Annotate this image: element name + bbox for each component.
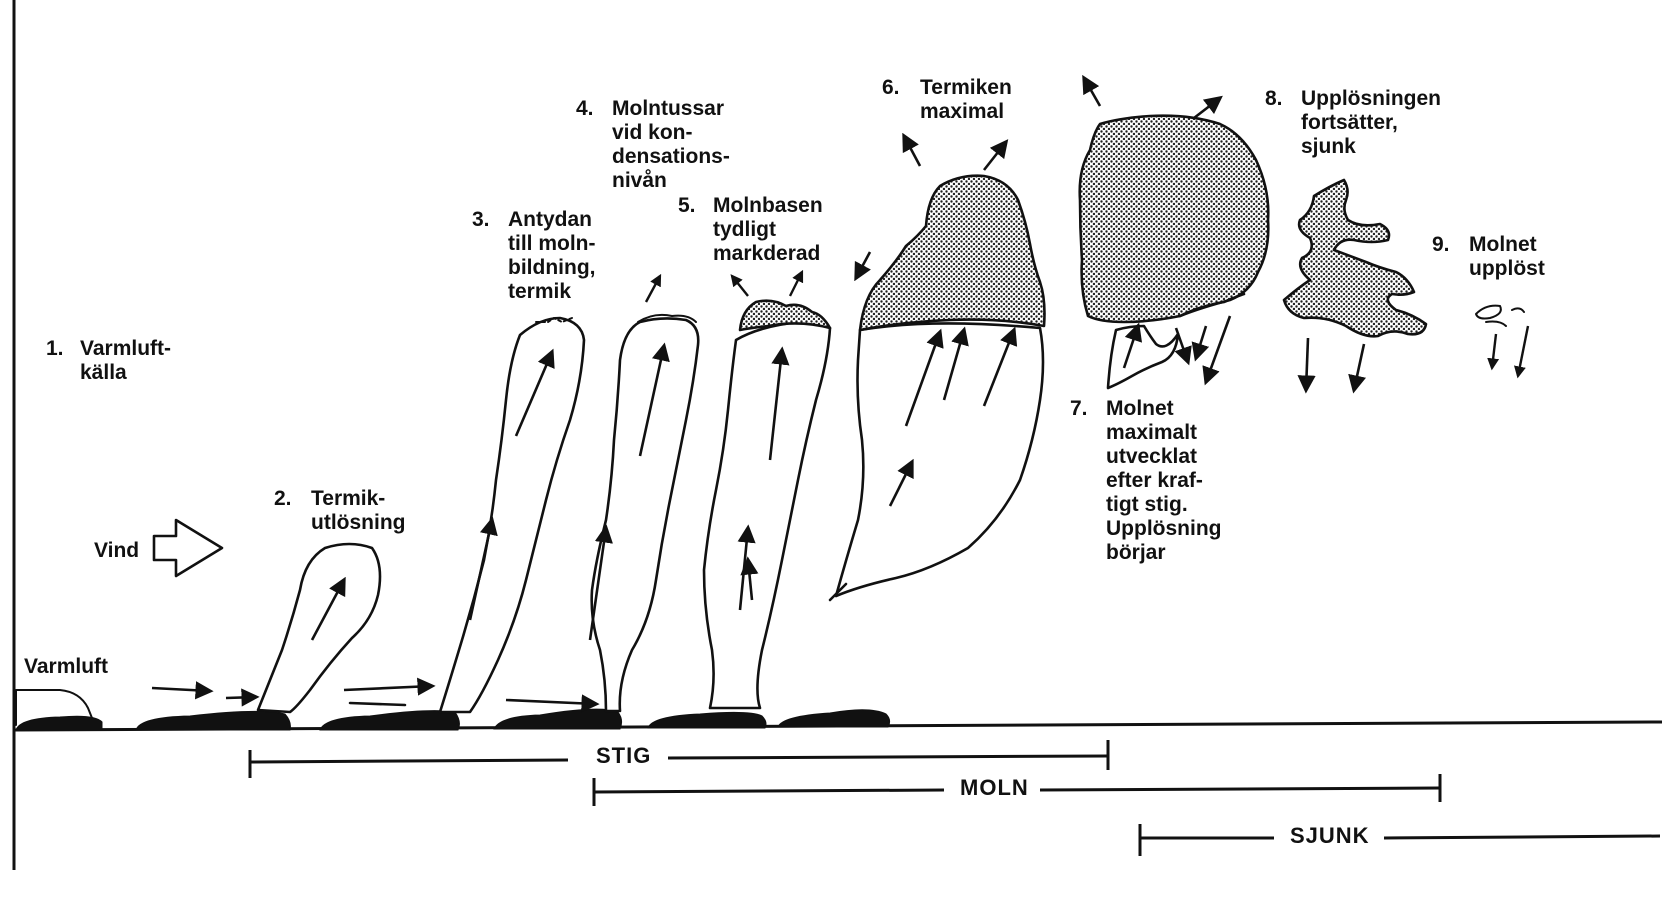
- cloud-stage-9-remnants: [1476, 306, 1528, 376]
- label-stage-1: 1. Varmluft- källa: [46, 337, 177, 384]
- label-stage-7: 7. Molnet maximalt utvecklat efter kraf-…: [1070, 397, 1227, 564]
- cloud-stage-8: [1284, 180, 1426, 390]
- label-stage-6: 6. Termiken maximal: [882, 76, 1018, 123]
- wind-arrow-icon: [154, 520, 222, 576]
- phase-bar-moln: MOLN: [594, 774, 1440, 806]
- phase-label-stig: STIG: [596, 743, 651, 768]
- label-stage-4: 4. Molntussar vid kon- densations- nivån: [576, 97, 736, 192]
- label-stage-2: 2. Termik- utlösning: [274, 487, 405, 534]
- thermal-column-stage-5: [704, 272, 830, 708]
- phase-label-sjunk: SJUNK: [1290, 823, 1370, 848]
- phase-label-moln: MOLN: [960, 775, 1029, 800]
- label-wind: Vind: [94, 539, 139, 562]
- cloud-stage-7: [1080, 78, 1269, 388]
- label-stage-5: 5. Molnbasen tydligt markderad: [678, 194, 829, 265]
- phase-bar-stig: STIG: [250, 740, 1108, 778]
- thermal-column-stage-6: [830, 136, 1045, 600]
- phase-bar-sjunk: SJUNK: [1140, 823, 1660, 856]
- label-warm-air: Varmluft: [24, 655, 108, 678]
- label-stage-3: 3. Antydan till moln- bildning, termik: [472, 208, 601, 303]
- label-stage-8: 8. Upplösningen fortsätter, sjunk: [1265, 87, 1447, 158]
- label-stage-9: 9. Molnet upplöst: [1432, 233, 1545, 280]
